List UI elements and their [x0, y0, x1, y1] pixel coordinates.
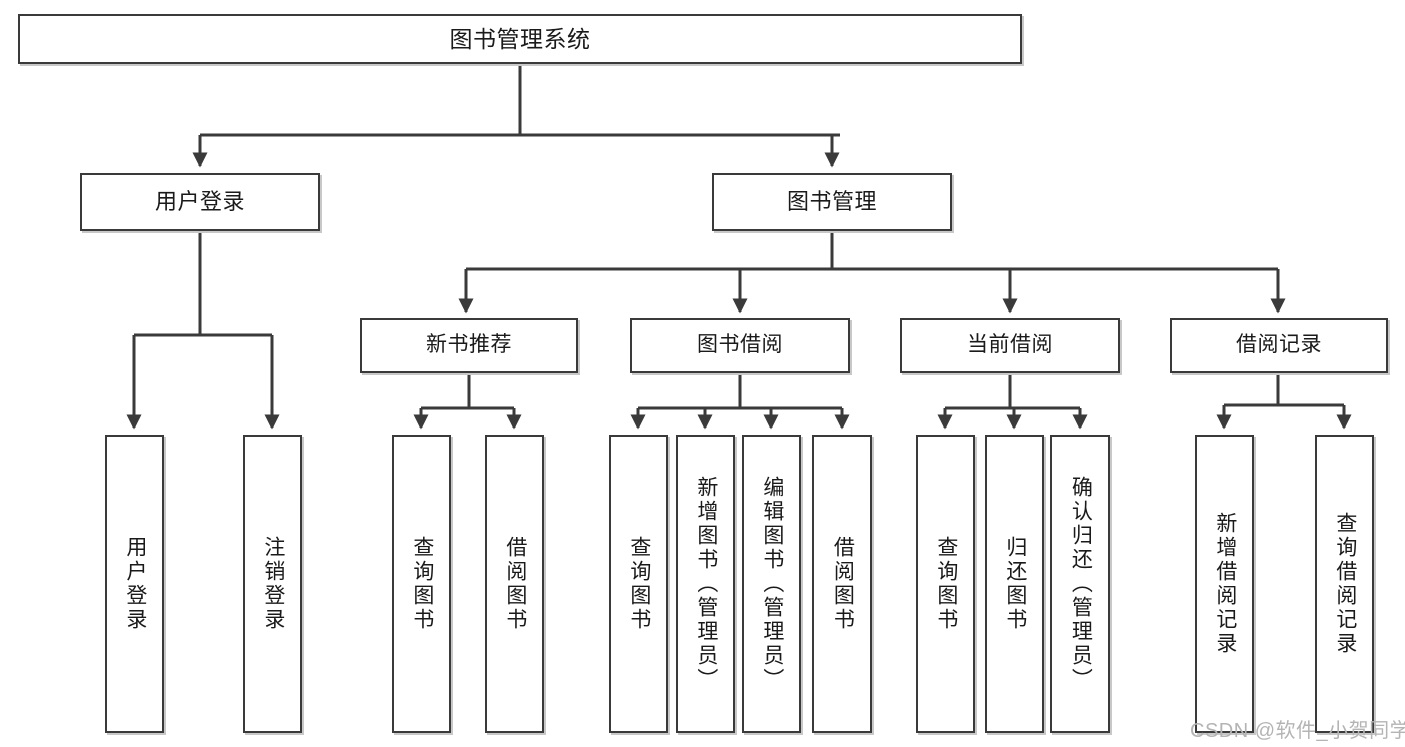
leaf-logout[interactable]: 注销登录 [243, 435, 302, 733]
node-borrow-record-label: 借阅记录 [1236, 333, 1322, 357]
leaf-return-book[interactable]: 归还图书 [985, 435, 1044, 733]
leaf-borrow-book[interactable]: 借阅图书 [812, 435, 872, 733]
leaf-add-borrow-record[interactable]: 新增借阅记录 [1195, 435, 1254, 733]
leaf-label: 用户登录 [123, 536, 147, 632]
node-book-management[interactable]: 图书管理 [712, 173, 952, 231]
leaf-label: 借阅图书 [503, 536, 527, 632]
node-current-borrow-label: 当前借阅 [967, 333, 1053, 357]
leaf-label: 注销登录 [261, 536, 285, 632]
leaf-query-book-rec[interactable]: 查询图书 [392, 435, 451, 733]
node-borrow-record[interactable]: 借阅记录 [1170, 318, 1388, 373]
node-user-login-label: 用户登录 [154, 189, 245, 215]
leaf-user-login[interactable]: 用户登录 [105, 435, 164, 733]
node-current-borrow[interactable]: 当前借阅 [900, 318, 1120, 373]
leaf-label: 编辑图书（管理员） [760, 476, 784, 692]
leaf-add-book-admin[interactable]: 新增图书（管理员） [676, 435, 735, 733]
leaf-label: 新增借阅记录 [1213, 512, 1237, 656]
leaf-borrow-book-rec[interactable]: 借阅图书 [485, 435, 544, 733]
node-new-book-recommendation[interactable]: 新书推荐 [360, 318, 578, 373]
leaf-label: 查询借阅记录 [1333, 512, 1357, 656]
leaf-label: 查询图书 [934, 536, 958, 632]
leaf-label: 查询图书 [627, 536, 651, 632]
node-new-book-recommendation-label: 新书推荐 [426, 333, 512, 357]
leaf-label: 借阅图书 [831, 536, 855, 632]
node-root[interactable]: 图书管理系统 [18, 14, 1022, 64]
leaf-query-book-current[interactable]: 查询图书 [916, 435, 975, 733]
leaf-query-book-borrow[interactable]: 查询图书 [609, 435, 668, 733]
leaf-label: 确认归还（管理员） [1069, 476, 1093, 692]
node-root-label: 图书管理系统 [449, 25, 591, 52]
leaf-query-borrow-record[interactable]: 查询借阅记录 [1315, 435, 1374, 733]
leaf-label: 归还图书 [1003, 536, 1027, 632]
node-book-management-label: 图书管理 [786, 189, 877, 215]
node-book-borrow[interactable]: 图书借阅 [630, 318, 850, 373]
leaf-label: 查询图书 [410, 536, 434, 632]
node-user-login[interactable]: 用户登录 [80, 173, 320, 231]
leaf-label: 新增图书（管理员） [694, 476, 718, 692]
node-book-borrow-label: 图书借阅 [697, 333, 783, 357]
leaf-confirm-return-admin[interactable]: 确认归还（管理员） [1050, 435, 1110, 733]
leaf-edit-book-admin[interactable]: 编辑图书（管理员） [742, 435, 801, 733]
csdn-watermark: CSDN @软件_小贺同学 [1190, 720, 1405, 742]
